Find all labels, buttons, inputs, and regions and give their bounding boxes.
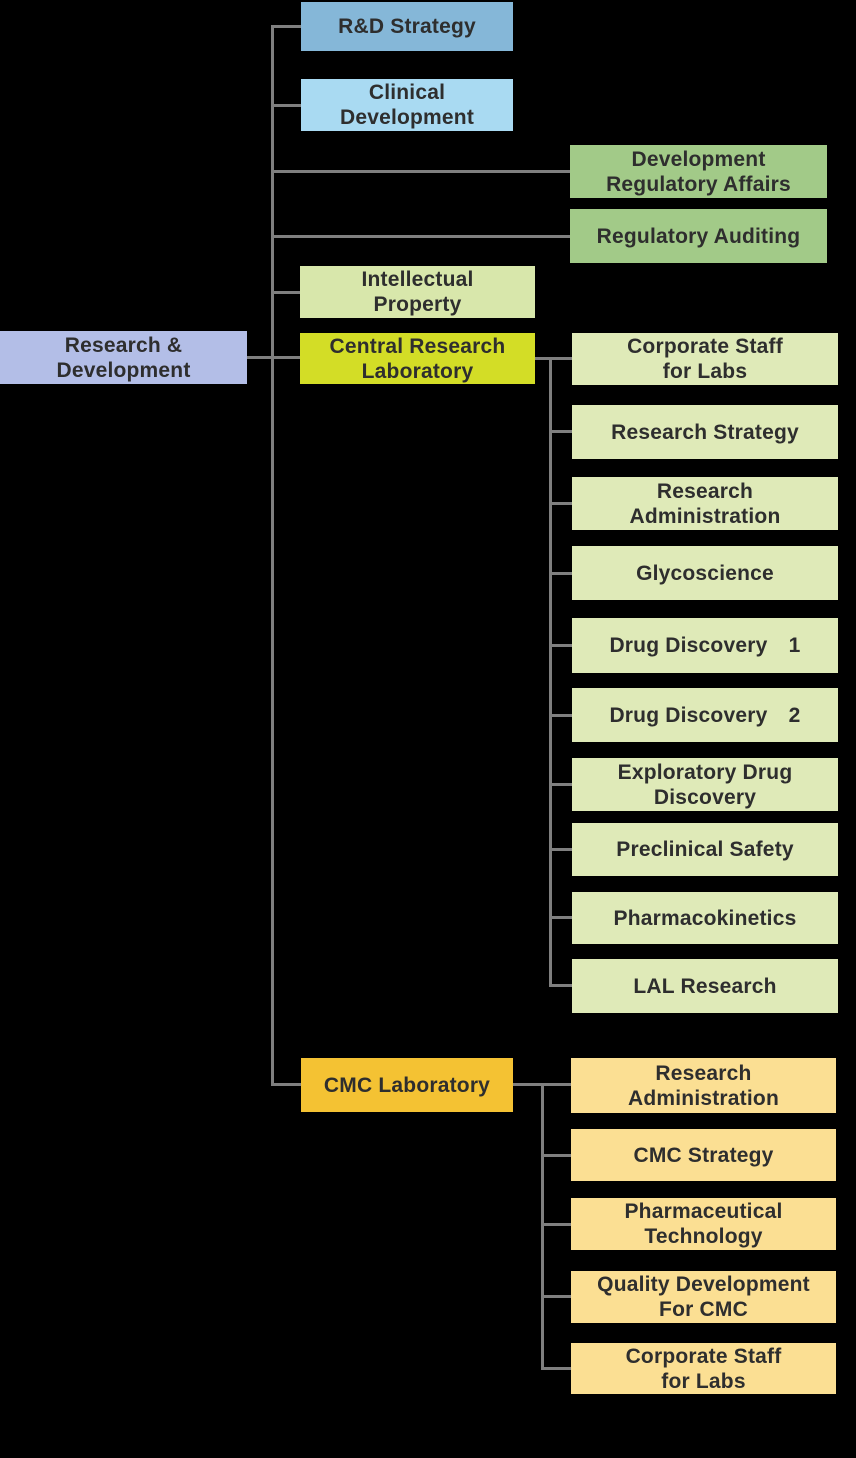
org-node-corporate-staff-for-labs-cmc: Corporate Staff for Labs xyxy=(571,1343,836,1394)
connector-trunk-cmc-children xyxy=(541,1084,544,1369)
connector-stub-cmc-laboratory xyxy=(271,1083,301,1086)
connector-cmc-to-research-administration xyxy=(513,1083,571,1086)
org-node-regulatory-auditing: Regulatory Auditing xyxy=(570,209,827,263)
org-node-rd-strategy: R&D Strategy xyxy=(301,2,513,51)
org-node-intellectual-property: Intellectual Property xyxy=(300,266,535,318)
connector-stub-corporate-staff-cmc xyxy=(541,1367,571,1370)
connector-stub-glycoscience xyxy=(549,572,572,575)
connector-stub-rd-strategy xyxy=(271,25,301,28)
org-node-cmc-laboratory: CMC Laboratory xyxy=(301,1058,513,1112)
org-node-central-research-laboratory: Central Research Laboratory xyxy=(300,333,535,384)
org-node-research-strategy: Research Strategy xyxy=(572,405,838,459)
connector-stub-pharmaceutical-technology xyxy=(541,1223,571,1226)
connector-trunk-level2 xyxy=(271,26,274,1086)
org-node-research-administration-cmc: Research Administration xyxy=(571,1058,836,1113)
org-node-exploratory-drug-discovery: Exploratory Drug Discovery xyxy=(572,758,838,811)
connector-stub-research-strategy xyxy=(549,430,572,433)
connector-stub-pharmacokinetics xyxy=(549,916,572,919)
connector-stub-quality-development xyxy=(541,1295,571,1298)
org-node-research-administration: Research Administration xyxy=(572,477,838,530)
connector-stub-regulatory-auditing xyxy=(271,235,570,238)
org-node-drug-discovery-2: Drug Discovery 2 xyxy=(572,688,838,742)
org-node-cmc-strategy: CMC Strategy xyxy=(571,1129,836,1181)
connector-stub-cmc-strategy xyxy=(541,1154,571,1157)
connector-stub-exploratory-drug-discovery xyxy=(549,783,572,786)
org-node-development-regulatory-affairs: Development Regulatory Affairs xyxy=(570,145,827,198)
org-node-pharmacokinetics: Pharmacokinetics xyxy=(572,892,838,944)
connector-trunk-crl-children xyxy=(549,357,552,987)
org-node-corporate-staff-for-labs: Corporate Staff for Labs xyxy=(572,333,838,385)
org-node-research-and-development: Research & Development xyxy=(0,331,247,384)
connector-root-to-trunk xyxy=(247,356,301,359)
org-node-glycoscience: Glycoscience xyxy=(572,546,838,600)
connector-stub-research-administration xyxy=(549,502,572,505)
org-node-drug-discovery-1: Drug Discovery 1 xyxy=(572,618,838,673)
org-node-clinical-development: Clinical Development xyxy=(301,79,513,131)
org-node-pharmaceutical-technology: Pharmaceutical Technology xyxy=(571,1198,836,1250)
connector-crl-to-corporate-staff xyxy=(535,357,572,360)
connector-stub-drug-discovery-1 xyxy=(549,644,572,647)
org-node-preclinical-safety: Preclinical Safety xyxy=(572,823,838,876)
connector-stub-preclinical-safety xyxy=(549,848,572,851)
org-node-quality-development-for-cmc: Quality Development For CMC xyxy=(571,1271,836,1323)
connector-stub-intellectual-property xyxy=(271,291,301,294)
connector-stub-clinical-development xyxy=(271,104,301,107)
connector-stub-lal-research xyxy=(549,984,572,987)
connector-stub-drug-discovery-2 xyxy=(549,714,572,717)
connector-stub-development-regulatory-affairs xyxy=(271,170,570,173)
org-node-lal-research: LAL Research xyxy=(572,959,838,1013)
